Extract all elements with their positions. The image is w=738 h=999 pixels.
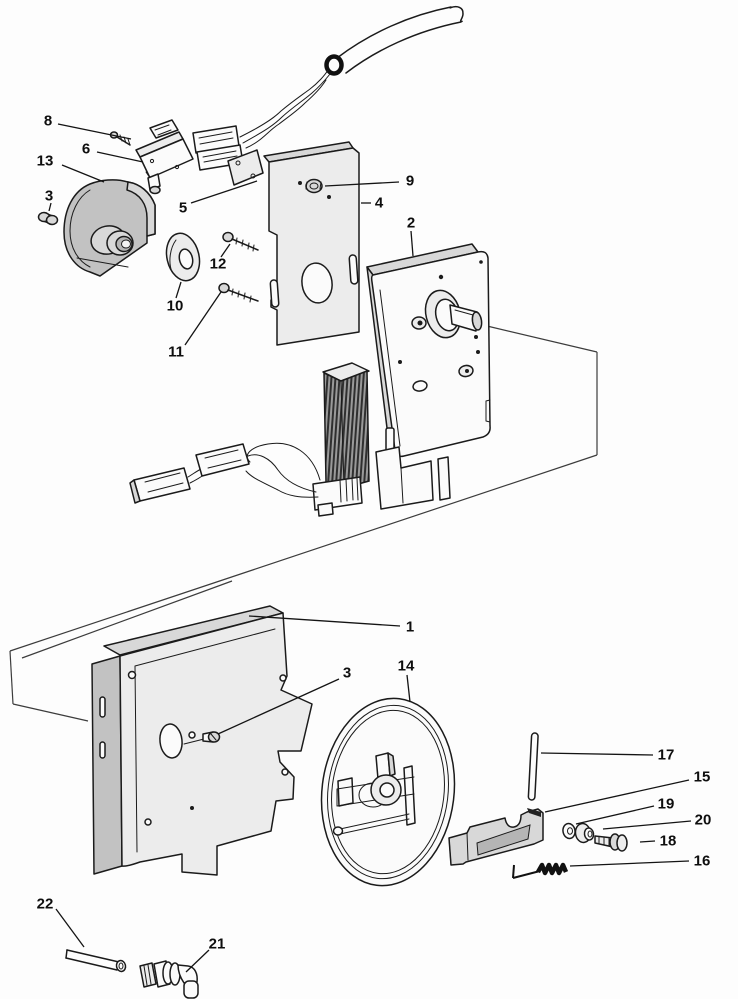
callout-12-screw: 12 — [210, 256, 227, 273]
callout-8-leader-0 — [57, 123, 132, 140]
wire-connector-right — [195, 443, 250, 477]
callout-10-leader-9 — [175, 281, 182, 299]
callout-14-leader-13 — [406, 674, 411, 703]
callout-1-leader-11 — [248, 615, 401, 627]
callout-5-leader-4 — [190, 180, 258, 204]
callout-21-elbow-fitting: 21 — [209, 936, 226, 953]
cam-13 — [63, 179, 156, 277]
washer-19 — [562, 822, 576, 840]
callout-13-leader-2 — [61, 164, 105, 183]
spring-16 — [512, 862, 569, 879]
elbow-fitting-21 — [139, 960, 199, 999]
callout-3-leader-12 — [217, 678, 340, 735]
callout-4-mounting-plate: 4 — [375, 195, 384, 212]
screw-11 — [218, 282, 259, 303]
callout-15-leader-15 — [544, 779, 690, 813]
callout-14-wheel: 14 — [398, 658, 415, 675]
wire-connector-left — [129, 467, 191, 504]
callout-12-leader-8 — [220, 243, 231, 258]
callout-10-grommet: 10 — [167, 298, 184, 315]
callout-6-leader-1 — [96, 151, 144, 163]
callout-9-nut: 9 — [406, 173, 414, 190]
nut-9 — [305, 178, 323, 194]
callout-18-leader-18 — [639, 840, 656, 843]
grommet-10 — [165, 232, 201, 282]
callout-9-leader-5 — [324, 181, 400, 187]
washer-20 — [574, 822, 595, 844]
screw-18 — [594, 833, 628, 852]
micro-switch — [135, 119, 244, 195]
callout-16-spring: 16 — [694, 853, 711, 870]
pin-17 — [527, 732, 539, 801]
coil-terminal-block — [312, 476, 363, 517]
motor-mount-bracket — [375, 446, 451, 510]
callout-20-washer: 20 — [695, 812, 712, 829]
callout-1-bracket: 1 — [406, 619, 414, 636]
wheel-internals — [332, 752, 416, 836]
latch-bracket-15 — [448, 808, 544, 866]
callout-3-leader-3 — [48, 202, 52, 212]
mounting-plate-4 — [263, 141, 360, 346]
callout-21-leader-21 — [185, 949, 210, 973]
cable-ring — [324, 54, 344, 76]
phantom-panel-outline — [9, 325, 598, 722]
callout-11-screw: 11 — [168, 344, 184, 361]
callout-11-leader-10 — [184, 291, 222, 346]
callout-22-leader-20 — [55, 908, 85, 948]
callout-3-nut: 3 — [45, 188, 53, 205]
bracket-1 — [91, 605, 313, 876]
callout-22-tube: 22 — [37, 896, 54, 913]
motor-screw-boss — [411, 316, 427, 330]
callout-5-cover-plate: 5 — [179, 200, 187, 217]
callout-18-screw: 18 — [660, 833, 677, 850]
motor-shaft — [424, 289, 483, 339]
screw-3-lower — [183, 731, 221, 745]
callout-19-washer: 19 — [658, 796, 675, 813]
power-cable — [239, 5, 464, 149]
callout-16-leader-19 — [569, 860, 690, 867]
callout-13-cam: 13 — [37, 153, 54, 170]
cover-plate-5 — [227, 149, 264, 186]
screw-12 — [222, 231, 259, 252]
callout-19-leader-16 — [575, 805, 655, 825]
callout-15-latch-bracket: 15 — [694, 769, 711, 786]
callout-3-screw: 3 — [343, 665, 351, 682]
spade-connectors — [192, 125, 244, 171]
tube-22 — [65, 949, 127, 973]
callout-17-pin: 17 — [658, 747, 675, 764]
gear-motor-2 — [366, 243, 491, 458]
callout-6-micro-switch: 6 — [82, 141, 90, 158]
callout-17-leader-14 — [540, 752, 654, 756]
callout-2-leader-7 — [410, 230, 414, 257]
nut-3 — [37, 211, 59, 226]
callout-8-screw: 8 — [44, 113, 52, 130]
motor-coil — [129, 362, 370, 517]
callout-20-leader-17 — [602, 820, 692, 830]
callout-2-gear-motor: 2 — [407, 215, 415, 232]
